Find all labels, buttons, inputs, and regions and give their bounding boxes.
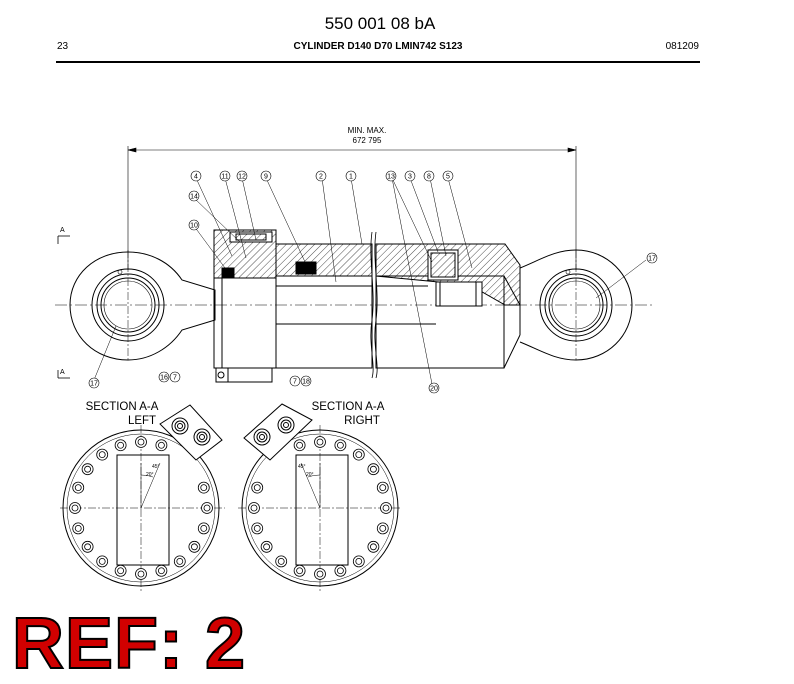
document-title: CYLINDER D140 D70 LMIN742 S123 [293,41,463,52]
bolt-hole-inner [200,484,208,492]
section-left-subtitle: LEFT [128,415,156,427]
svg-text:18: 18 [302,379,310,386]
header-row: 23 CYLINDER D140 D70 LMIN742 S123 081209 [57,41,699,55]
bolt-hole-inner [84,465,92,473]
piston-rod [276,285,436,325]
bolt-hole-inner [117,567,125,575]
svg-text:8: 8 [427,174,431,181]
bolt-hole-inner [355,451,363,459]
svg-text:10: 10 [190,223,198,230]
svg-text:17: 17 [648,256,656,263]
bolt-hole-inner [137,438,145,446]
angle-label: 45° [298,464,306,470]
bolt-hole-inner [117,441,125,449]
section-left-bolts [69,436,213,580]
bolt-hole-inner [190,543,198,551]
bolt-hole-inner [137,570,145,578]
svg-text:14: 14 [190,194,198,201]
bolt-hole-inner [98,557,106,565]
bolt-hole-inner [336,567,344,575]
bolt-hole-inner [176,557,184,565]
dimension-values: 672 795 [353,136,382,145]
document-number: 550 001 08 bA [324,14,436,33]
bolt-hole-inner [263,543,271,551]
svg-text:13: 13 [387,174,395,181]
bolt-hole-inner [253,484,261,492]
svg-text:5: 5 [446,174,450,181]
cylinder-barrel [275,243,521,369]
bolt-hole-inner [277,557,285,565]
section-right-subtitle: RIGHT [344,415,380,427]
bolt-hole-inner [379,524,387,532]
bolt-hole-inner [253,524,261,532]
document-date: 081209 [665,41,699,52]
angle-label: 45° [152,464,160,470]
bolt-hole-inner [336,441,344,449]
bolt-hole-inner [84,543,92,551]
bolt-hole-inner [316,438,324,446]
bolt-hole-inner [71,504,79,512]
bolt-hole-inner [316,570,324,578]
bolt-hole-inner [382,504,390,512]
section-right-title: SECTION A-A [312,401,385,413]
section-right-view [238,403,402,592]
bolt-hole-inner [157,441,165,449]
bolt-hole-inner [369,543,377,551]
svg-text:9: 9 [264,174,268,181]
svg-text:7: 7 [293,379,297,386]
header-rule [56,61,700,63]
overall-dimension [127,146,577,270]
bolt-hole-inner [157,567,165,575]
bolt-hole-inner [74,524,82,532]
break-lines [370,231,378,379]
svg-text:12: 12 [238,174,246,181]
svg-text:3: 3 [408,174,412,181]
section-marks [57,235,70,379]
svg-text:17: 17 [90,381,98,388]
bolt-hole-inner [379,484,387,492]
svg-text:16: 16 [160,375,168,382]
bolt-hole-inner [296,441,304,449]
page-number: 23 [57,41,69,52]
svg-text:1: 1 [349,174,353,181]
svg-text:11: 11 [221,174,228,181]
part-balloons: 4 14 10 11 12 9 2 1 13 3 8 5 17 16 7 20 … [88,170,658,394]
right-rod-eye [519,249,633,361]
section-mark-top: A [60,227,65,234]
left-rod-eye [69,250,216,361]
bolt-hole-inner [355,557,363,565]
svg-text:7: 7 [173,375,177,382]
angle-label: 20° [306,472,314,478]
section-left-view [60,404,225,592]
ref-label: REF: 2 [11,604,247,684]
bolt-hole-inner [203,504,211,512]
bolt-hole-inner [98,451,106,459]
angle-label: 20° [146,472,154,478]
svg-text:20: 20 [430,386,438,393]
bolt-hole-inner [200,524,208,532]
dimension-label: MIN. MAX. [348,126,387,135]
section-right-bolts [248,436,392,580]
section-mark-bottom: A [60,369,65,376]
bolt-hole-inner [74,484,82,492]
section-left-title: SECTION A-A [86,401,159,413]
leader-lines [93,177,647,385]
bolt-hole-inner [296,567,304,575]
bolt-hole-inner [250,504,258,512]
svg-text:2: 2 [319,174,323,181]
svg-text:4: 4 [194,174,198,181]
cylinder-head [213,229,277,383]
bolt-hole-inner [369,465,377,473]
